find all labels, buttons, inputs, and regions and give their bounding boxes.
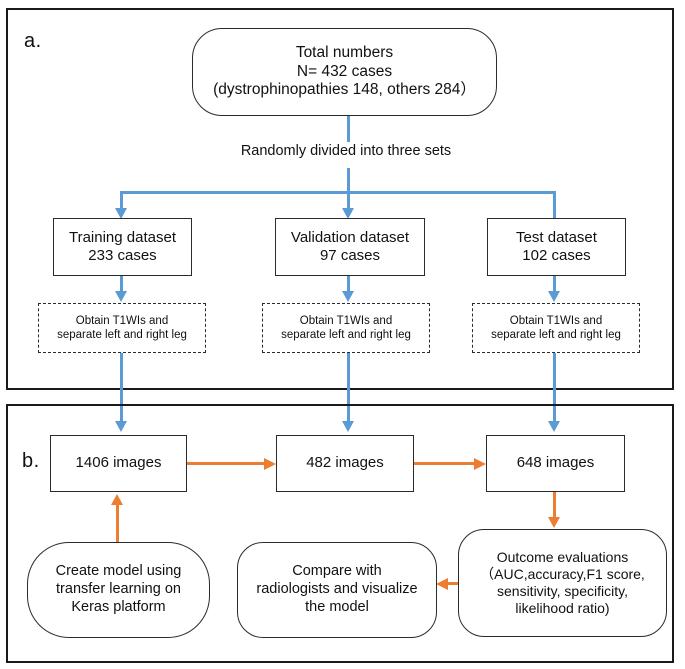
total-numbers-line1: Total numbers: [295, 43, 394, 61]
node-total-numbers: Total numbers N= 432 cases (dystrophinop…: [192, 28, 497, 116]
obtain-validation-line2: separate left and right leg: [281, 329, 411, 341]
obtain-training-line2: separate left and right leg: [57, 329, 187, 341]
node-validation-dataset: Validation dataset 97 cases: [275, 218, 425, 276]
outcome-line4: likelihood ratio): [515, 600, 610, 617]
outcome-line2: （AUC,accuracy,F1 score,: [480, 565, 645, 582]
compare-line1: Compare with: [292, 563, 382, 580]
connector-obtain-test-to-images: [553, 353, 556, 423]
create-model-line3: Keras platform: [71, 598, 166, 615]
connector-create-model-to-images1: [116, 505, 119, 545]
node-obtain-t1wi-training: Obtain T1WIs and separate left and right…: [38, 303, 206, 353]
obtain-test-line1: Obtain T1WIs and: [509, 314, 603, 327]
arrow-create-model-to-images1: [111, 494, 123, 505]
total-numbers-line3: (dystrophinopathies 148, others 284）: [213, 81, 476, 99]
connector-test-to-obtain: [553, 276, 556, 293]
obtain-test-line2: separate left and right leg: [491, 329, 621, 341]
validation-dataset-line2: 97 cases: [319, 247, 381, 264]
panel-b: [6, 404, 674, 663]
arrow-test-to-obtain: [548, 291, 560, 302]
validation-dataset-line1: Validation dataset: [290, 228, 410, 246]
compare-line3: the model: [305, 598, 369, 615]
test-dataset-line2: 102 cases: [522, 247, 591, 264]
node-create-model: Create model using transfer learning on …: [27, 542, 210, 638]
obtain-validation-line1: Obtain T1WIs and: [299, 314, 393, 327]
connector-branch-bar: [120, 191, 556, 194]
node-validation-images: 482 images: [276, 435, 414, 492]
node-training-dataset: Training dataset 233 cases: [53, 218, 192, 276]
node-test-dataset: Test dataset 102 cases: [487, 218, 626, 276]
arrow-validation-to-obtain: [341, 291, 354, 302]
outcome-line1: Outcome evaluations: [496, 548, 629, 565]
panel-a: [6, 8, 674, 390]
connector-branch-to-validation: [346, 191, 350, 210]
connector-total-to-caption: [346, 116, 350, 142]
node-training-images: 1406 images: [50, 435, 187, 492]
node-outcome-evaluations: Outcome evaluations （AUC,accuracy,F1 sco…: [458, 529, 667, 637]
connector-obtain-training-to-images: [120, 353, 123, 423]
compare-line2: radiologists and visualize: [256, 581, 418, 598]
connector-training-to-obtain: [120, 276, 123, 293]
create-model-line2: transfer learning on: [56, 581, 181, 598]
connector-images1-to-images2: [187, 462, 264, 465]
node-obtain-t1wi-validation: Obtain T1WIs and separate left and right…: [262, 303, 430, 353]
connector-images2-to-images3: [414, 462, 474, 465]
training-dataset-line2: 233 cases: [88, 247, 157, 264]
arrow-images3-to-outcome: [548, 517, 560, 528]
node-compare-with-radiologists: Compare with radiologists and visualize …: [237, 542, 437, 638]
arrow-branch-to-validation: [341, 208, 354, 219]
obtain-training-line1: Obtain T1WIs and: [75, 314, 169, 327]
arrow-obtain-training-to-images: [115, 421, 127, 432]
arrow-obtain-test-to-images: [548, 421, 560, 432]
connector-branch-to-test: [553, 191, 556, 218]
node-test-images: 648 images: [486, 435, 625, 492]
connector-validation-to-obtain: [346, 276, 350, 293]
node-obtain-t1wi-test: Obtain T1WIs and separate left and right…: [472, 303, 640, 353]
panel-b-label: b.: [22, 450, 40, 472]
arrow-obtain-validation-to-images: [341, 421, 354, 432]
caption-randomly-divided: Randomly divided into three sets: [240, 143, 452, 159]
training-dataset-line1: Training dataset: [68, 228, 176, 246]
arrow-images2-to-images3: [474, 457, 486, 470]
outcome-line3: sensitivity, specificity,: [497, 583, 628, 599]
connector-images3-to-outcome: [553, 492, 556, 519]
connector-branch-to-training: [120, 191, 123, 210]
connector-obtain-validation-to-images: [346, 353, 350, 423]
panel-a-label: a.: [24, 30, 42, 52]
arrow-outcome-to-compare: [436, 577, 448, 590]
test-dataset-line1: Test dataset: [516, 228, 597, 246]
connector-caption-to-branch: [346, 168, 350, 193]
create-model-line1: Create model using: [55, 563, 182, 580]
arrow-training-to-obtain: [115, 291, 127, 302]
arrow-images1-to-images2: [264, 457, 276, 470]
total-numbers-line2: N= 432 cases: [296, 62, 393, 80]
arrow-branch-to-training: [115, 208, 127, 219]
